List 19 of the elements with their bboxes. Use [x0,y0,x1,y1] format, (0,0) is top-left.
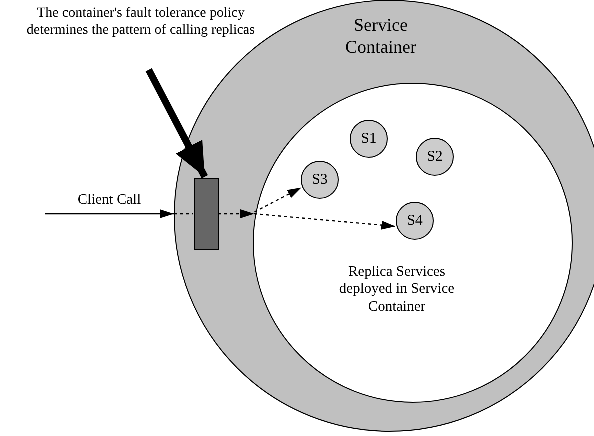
arrow [254,213,396,230]
service-circle [396,202,434,240]
service-circle [301,161,339,199]
service-label: S2 [426,148,444,166]
service-label: S1 [360,130,378,148]
service-circle [416,138,454,176]
connector-line [174,213,193,215]
service-label: S3 [311,171,329,189]
service-circle [350,120,388,158]
service-label: S4 [406,212,424,230]
callout-text: The container's fault tolerance policy determines the pattern of calling replicas [26,6,256,40]
dispatcher-bar [194,178,219,250]
arrow [254,187,302,213]
arrow [45,210,174,218]
arrow [218,210,254,218]
container-note: Replica Services deployed in Service Container [338,264,456,316]
container-title: Service Container [344,15,418,58]
edge-label: Client Call [76,192,142,210]
thick-arrow [146,68,208,179]
